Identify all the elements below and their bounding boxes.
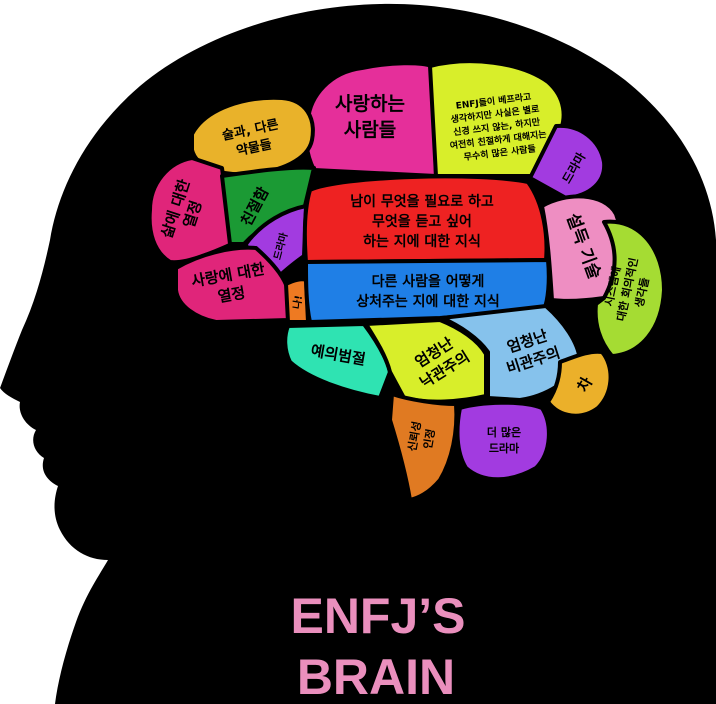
- caption-line-2: BRAIN: [297, 649, 455, 704]
- label-me: 나!: [290, 294, 305, 310]
- region-systems: [593, 219, 666, 358]
- label-hurt-line-2: 상처주는 지에 대한 지식: [356, 294, 499, 310]
- label-needs-line-1: 남이 무엇을 필요로 하고: [350, 193, 494, 210]
- label-alcohol-line-2: 약물들: [235, 136, 273, 159]
- region-optimism: [364, 318, 488, 404]
- region-tea: [546, 349, 613, 418]
- label-hurt-line-1: 다른 사람을 어떻게: [372, 273, 485, 290]
- label-hurt: 다른 사람을 어떻게 상처주는 지에 대한 지식: [356, 273, 499, 310]
- label-honesty: 신뢰성 인정: [405, 420, 438, 452]
- label-loving-people: 사랑하는 사람들: [335, 93, 405, 141]
- label-needs-line-3: 하는 지에 대한 지식: [363, 233, 481, 250]
- region-needs: [302, 174, 549, 264]
- region-more-drama: [455, 400, 551, 482]
- label-needs: 남이 무엇을 필요로 하고 무엇을 듣고 싶어 하는 지에 대한 지식: [350, 193, 494, 250]
- label-more-drama-line-1: 더 많은: [487, 425, 521, 439]
- label-loving-people-line-1: 사랑하는: [335, 93, 405, 115]
- label-honesty-line-1: 신뢰성: [405, 420, 424, 452]
- label-systems-line-3: 생각들: [632, 276, 652, 309]
- caption-line-1: ENFJ’S: [290, 588, 465, 644]
- label-loving-people-line-2: 사람들: [344, 119, 396, 141]
- label-needs-line-2: 무엇을 듣고 싶어: [372, 213, 472, 230]
- label-me-text: 나!: [290, 294, 305, 310]
- region-passion-love: [174, 245, 290, 324]
- region-honesty: [388, 392, 459, 502]
- label-more-drama-line-2: 드라마: [489, 441, 520, 455]
- label-honesty-line-2: 인정: [420, 428, 437, 450]
- label-passion-love-line-2: 열정: [216, 284, 246, 307]
- label-more-drama: 더 많은 드라마: [487, 425, 521, 455]
